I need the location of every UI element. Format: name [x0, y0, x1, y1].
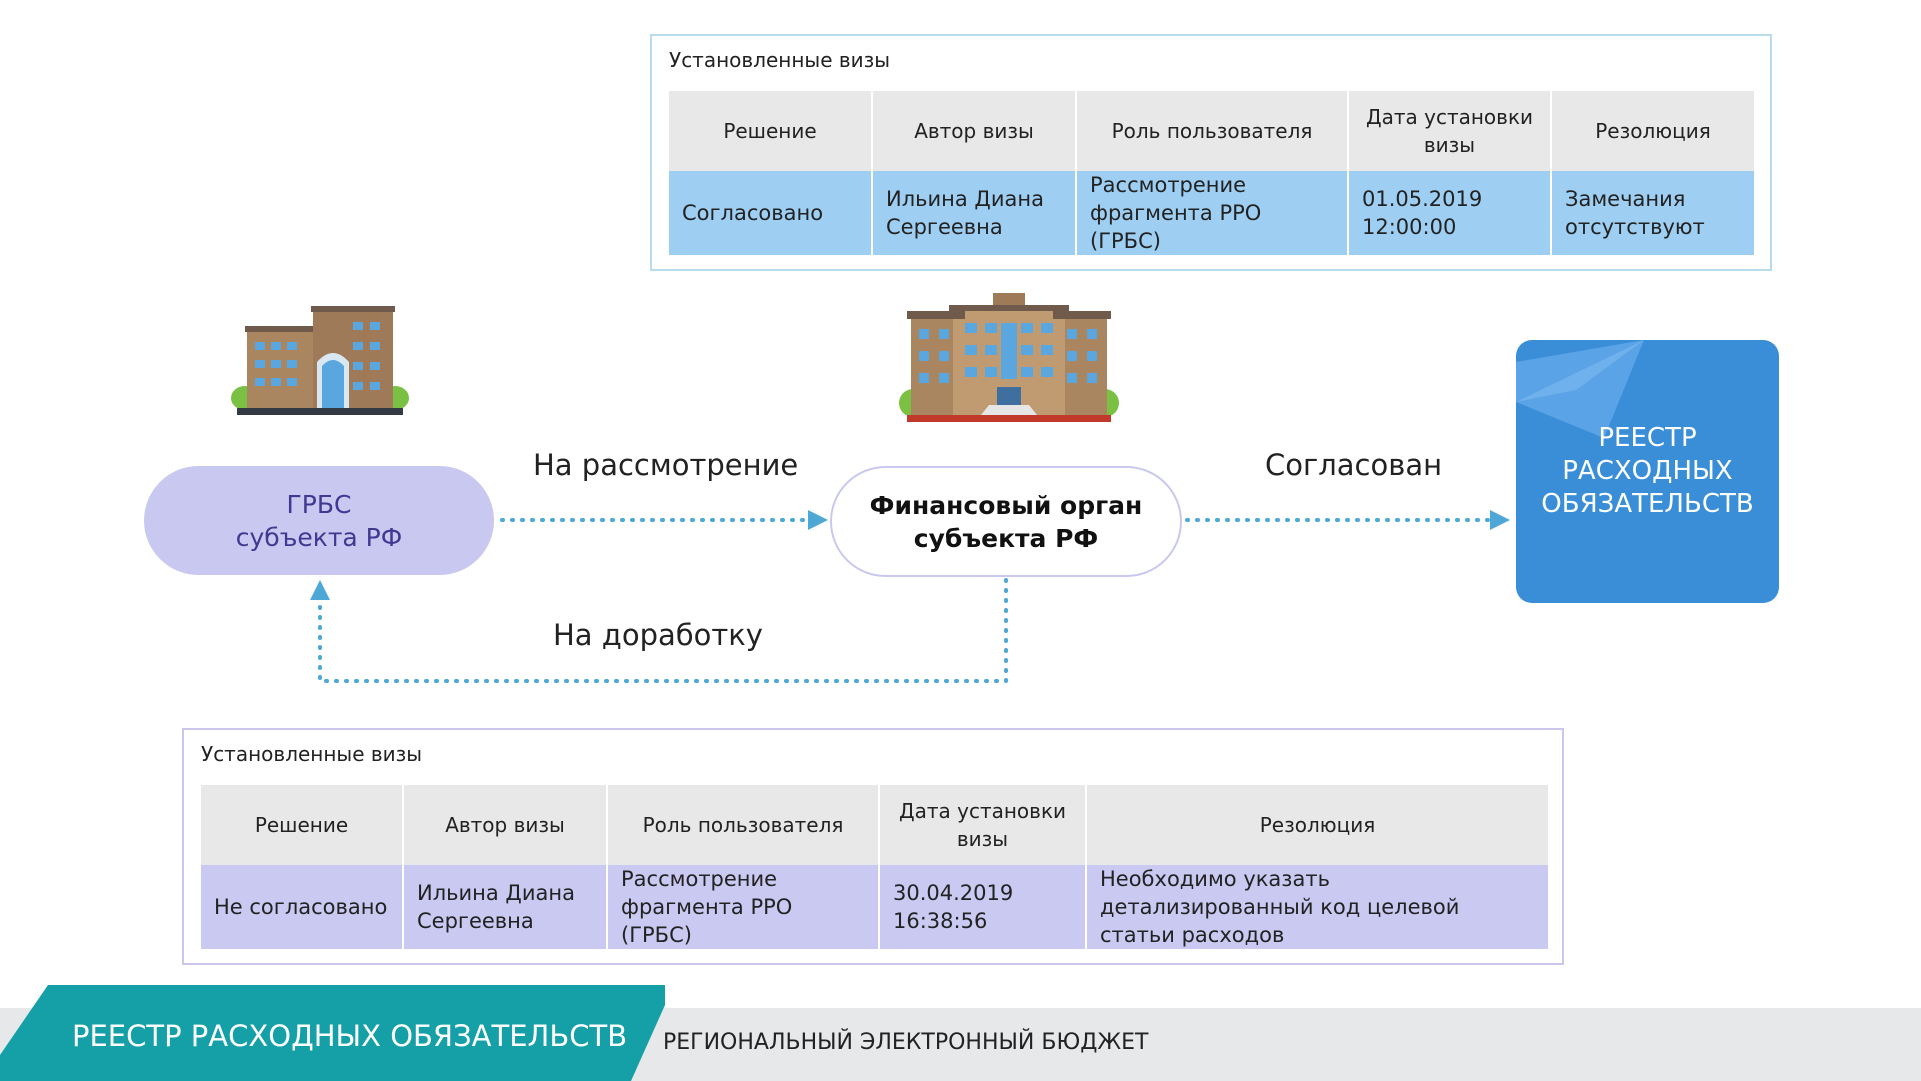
col-header-decision: Решение — [669, 91, 873, 171]
cell-date: 30.04.2019 16:38:56 — [879, 865, 1087, 949]
node-reestr-line1: РЕЕСТР — [1598, 423, 1697, 453]
visa-table: Решение Автор визы Роль пользователя Дат… — [201, 785, 1548, 949]
node-grbs-line1: ГРБС — [286, 489, 352, 519]
table-row: Согласовано Ильина Диана Сергеевна Рассм… — [669, 171, 1754, 255]
col-header-date: Дата установки визы — [1348, 91, 1552, 171]
footer-subtitle: РЕГИОНАЛЬНЫЙ ЭЛЕКТРОННЫЙ БЮДЖЕТ — [663, 1030, 1149, 1055]
table-header-row: Решение Автор визы Роль пользователя Дат… — [201, 785, 1548, 865]
node-fin-organ-line1: Финансовый орган — [869, 490, 1143, 520]
cell-role: Рассмотрение фрагмента РРО (ГРБС) — [607, 865, 880, 949]
col-header-decision: Решение — [201, 785, 404, 865]
col-header-resolution: Резолюция — [1086, 785, 1548, 865]
grbs-building-icon — [231, 306, 409, 415]
cell-role: Рассмотрение фрагмента РРО (ГРБС) — [1076, 171, 1349, 255]
table-row: Не согласовано Ильина Диана Сергеевна Ра… — [201, 865, 1548, 949]
visa-panel-rejected: Установленные визы Решение Автор визы Ро… — [182, 728, 1564, 965]
arrow-head-rework — [310, 580, 330, 600]
cell-decision: Согласовано — [669, 171, 873, 255]
cell-decision: Не согласовано — [201, 865, 404, 949]
node-fin-organ-line2: субъекта РФ — [913, 523, 1099, 553]
col-header-author: Автор визы — [872, 91, 1077, 171]
col-header-role: Роль пользователя — [1076, 91, 1349, 171]
paper-plane-icon — [1516, 340, 1644, 438]
node-reestr-line2: РАСХОДНЫХ — [1562, 456, 1733, 486]
cell-resolution: Необходимо указать детализированный код … — [1086, 865, 1548, 949]
footer-tab — [0, 985, 665, 1081]
visa-panel-title: Установленные визы — [201, 742, 423, 766]
col-header-author: Автор визы — [403, 785, 608, 865]
footer-tab-label: РЕЕСТР РАСХОДНЫХ ОБЯЗАТЕЛЬСТВ — [72, 1019, 628, 1053]
table-header-row: Решение Автор визы Роль пользователя Дат… — [669, 91, 1754, 171]
col-header-role: Роль пользователя — [607, 785, 880, 865]
node-grbs-line2: субъекта РФ — [235, 522, 403, 552]
node-reestr: РЕЕСТР РАСХОДНЫХ ОБЯЗАТЕЛЬСТВ — [1516, 340, 1779, 603]
cell-resolution: Замечания отсутствуют — [1551, 171, 1754, 255]
cell-author: Ильина Диана Сергеевна — [403, 865, 608, 949]
edge-label-approved: Согласован — [1265, 448, 1443, 482]
col-header-resolution: Резолюция — [1551, 91, 1754, 171]
edge-label-to-review: На рассмотрение — [533, 448, 799, 482]
edge-rework-line — [318, 578, 1008, 683]
col-header-date: Дата установки визы — [879, 785, 1087, 865]
visa-table: Решение Автор визы Роль пользователя Дат… — [669, 91, 1754, 255]
arrow-head-approved — [1490, 510, 1510, 530]
visa-panel-approved: Установленные визы Решение Автор визы Ро… — [650, 34, 1772, 271]
arrow-head-to-review — [808, 510, 828, 530]
visa-panel-title: Установленные визы — [669, 48, 891, 72]
cell-author: Ильина Диана Сергеевна — [872, 171, 1077, 255]
cell-date: 01.05.2019 12:00:00 — [1348, 171, 1552, 255]
node-reestr-line3: ОБЯЗАТЕЛЬСТВ — [1541, 489, 1754, 519]
fin-organ-building-icon — [899, 293, 1119, 422]
edge-label-rework: На доработку — [553, 618, 763, 652]
